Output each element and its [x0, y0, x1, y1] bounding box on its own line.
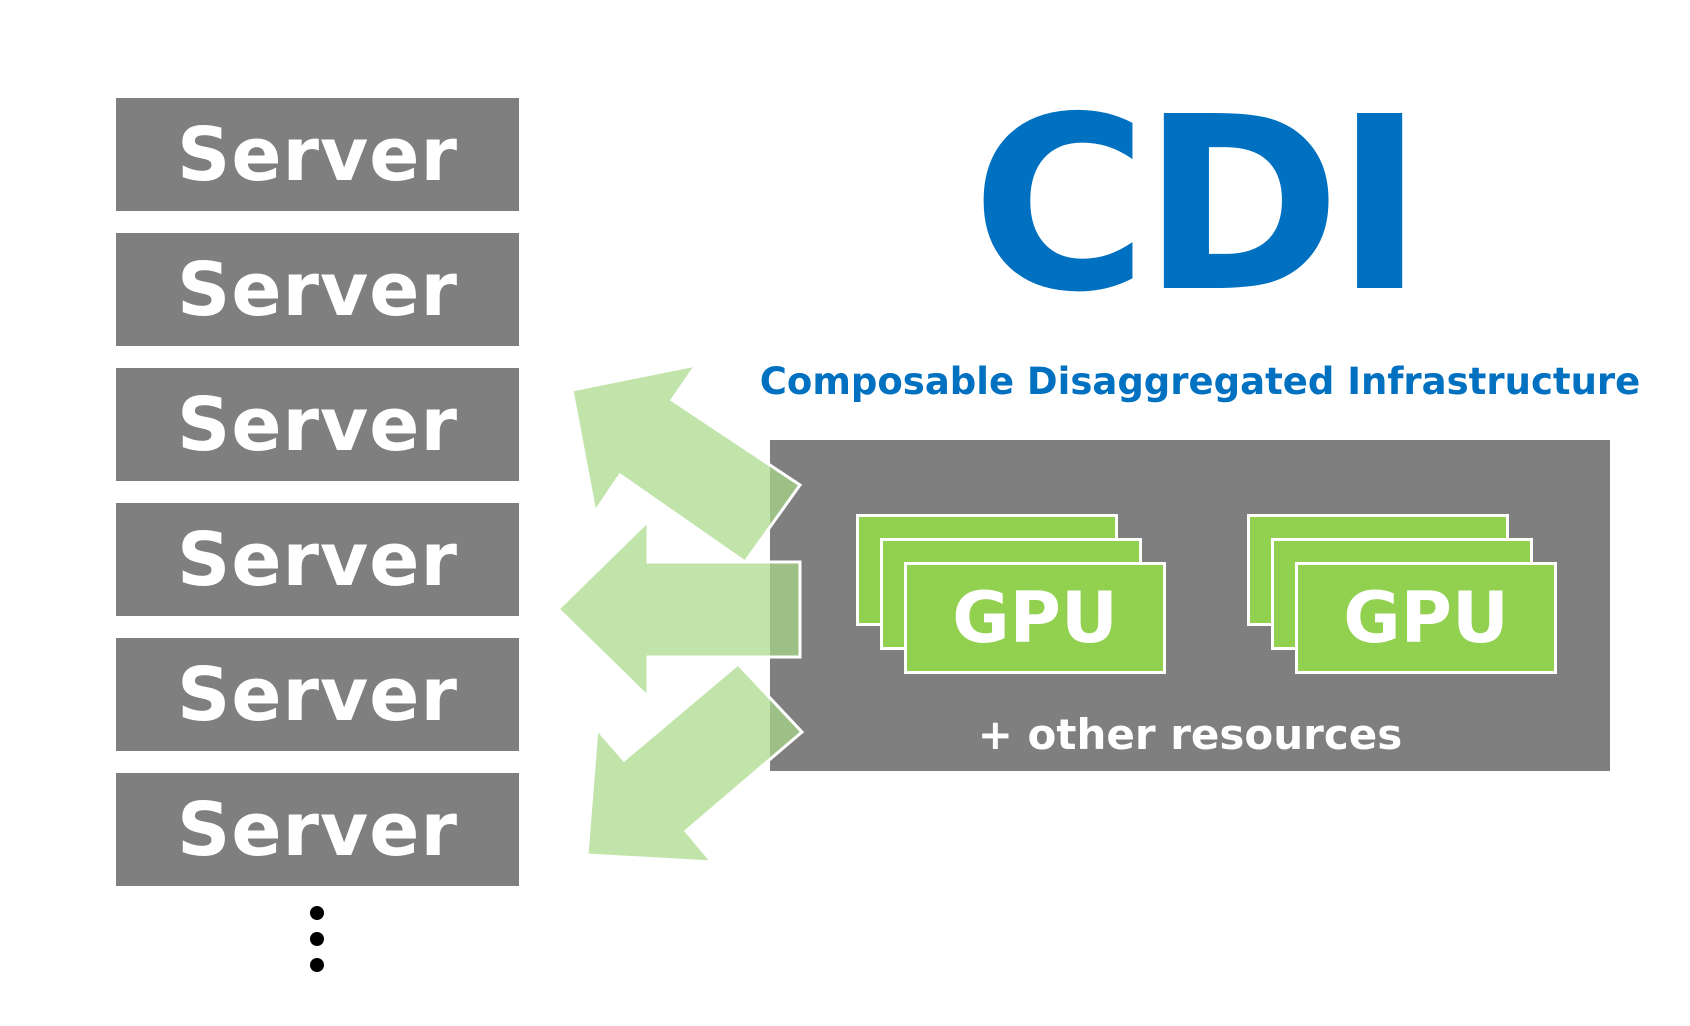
other-resources-label: + other resources: [977, 709, 1403, 759]
arrow-left-icon: [555, 517, 802, 701]
server-box: Server: [116, 638, 519, 751]
gpu-card: GPU: [904, 562, 1166, 674]
server-box: Server: [116, 773, 519, 886]
server-box: Server: [116, 233, 519, 346]
ellipsis-dot-icon: [310, 906, 324, 920]
server-box: Server: [116, 98, 519, 211]
cdi-subtitle: Composable Disaggregated Infrastructure: [759, 359, 1641, 403]
ellipsis-dot-icon: [310, 932, 324, 946]
server-box: Server: [116, 368, 519, 481]
gpu-card: GPU: [1295, 562, 1557, 674]
server-box: Server: [116, 503, 519, 616]
cdi-title: CDI: [971, 65, 1425, 345]
ellipsis-dot-icon: [310, 958, 324, 972]
